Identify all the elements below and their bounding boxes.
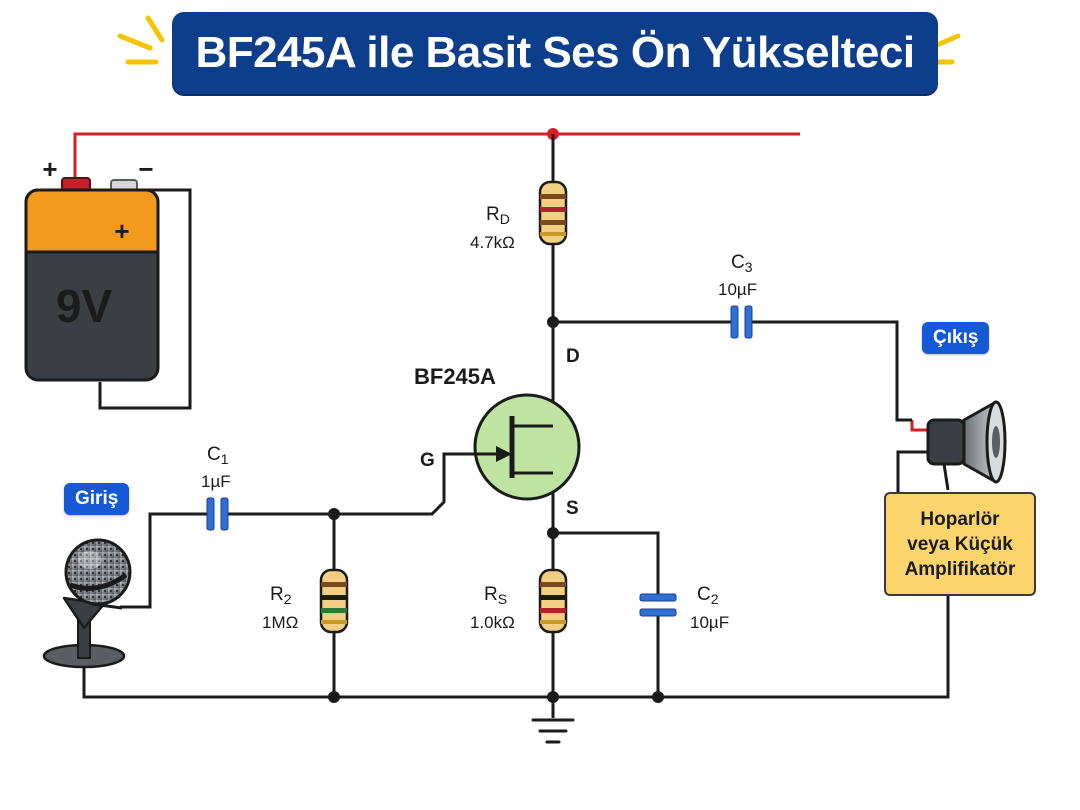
- gate-label: G: [420, 450, 435, 471]
- junction-dots: [328, 316, 664, 703]
- c1-value: 1µF: [201, 472, 231, 491]
- battery-terminal-minus: −: [138, 154, 153, 184]
- c2-label: C2: [697, 584, 719, 607]
- rd-value: 4.7kΩ: [470, 233, 515, 252]
- rd-label: RD: [486, 204, 510, 227]
- microphone-icon: [42, 538, 132, 669]
- rs-value: 1.0kΩ: [470, 613, 515, 632]
- speaker-icon: [926, 400, 1007, 491]
- c3-value: 10µF: [718, 280, 757, 299]
- battery-plus-mark: +: [114, 216, 129, 246]
- capacitor-c3: [730, 305, 753, 339]
- c1-label: C1: [207, 444, 229, 467]
- output-tag: Çıkış: [922, 322, 990, 354]
- page-title: BF245A ile Basit Ses Ön Yükselteci: [195, 28, 915, 77]
- amplifier-box: Hoparlör veya Küçük Amplifikatör: [884, 492, 1036, 596]
- battery-terminal-plus: +: [42, 154, 57, 184]
- fet-name: BF245A: [414, 364, 496, 389]
- capacitor-c2: [639, 593, 677, 617]
- ground-icon: [531, 718, 575, 744]
- input-tag: Giriş: [64, 483, 130, 515]
- c3-label: C3: [731, 252, 753, 275]
- title-banner: BF245A ile Basit Ses Ön Yükselteci: [172, 12, 938, 94]
- rs-label: RS: [484, 584, 507, 607]
- drain-label: D: [566, 346, 580, 367]
- battery-icon: + 9V + −: [24, 154, 160, 382]
- amplifier-label: Hoparlör veya Küçük Amplifikatör: [904, 508, 1016, 580]
- r2-value: 1MΩ: [262, 613, 298, 632]
- resistor-rd: [538, 180, 568, 246]
- battery-voltage: 9V: [56, 280, 113, 332]
- r2-label: R2: [270, 584, 292, 607]
- resistor-r2: [319, 568, 349, 634]
- resistor-rs: [538, 568, 568, 634]
- supply-wire: [73, 132, 928, 432]
- sparkle-icon: [117, 15, 165, 65]
- fet-bf245a: [473, 393, 581, 501]
- source-label: S: [566, 498, 579, 519]
- capacitor-c1: [206, 497, 229, 531]
- c2-value: 10µF: [690, 613, 729, 632]
